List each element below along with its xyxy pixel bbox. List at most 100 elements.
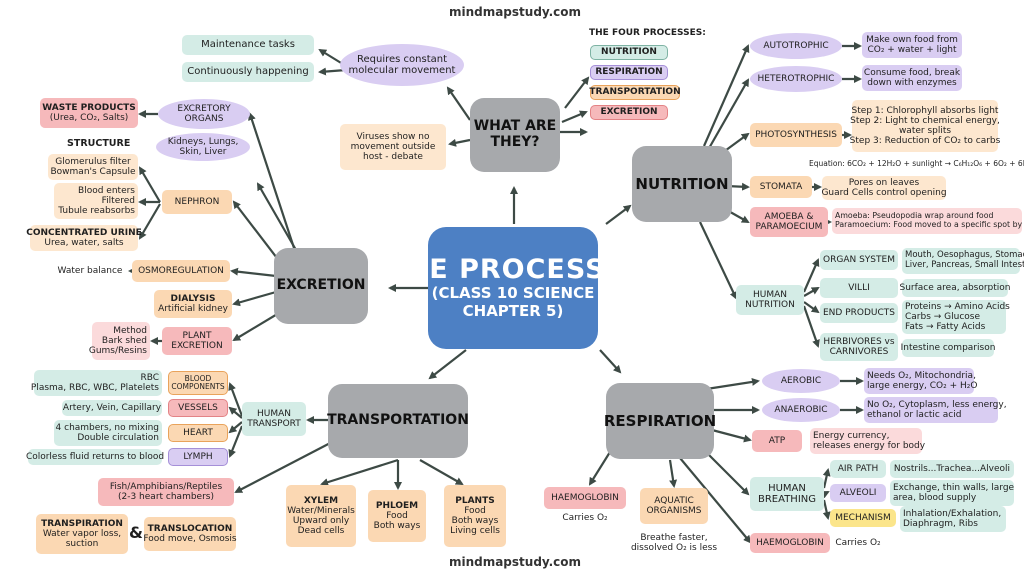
connector-arrow: [702, 44, 750, 147]
ampersand-label: &: [129, 523, 143, 543]
conc-title: CONCENTRATED URINE: [26, 227, 142, 238]
blood-enters-line-1: Blood enters: [78, 185, 135, 196]
atp-desc-2: releases energy for body: [813, 441, 926, 451]
vessels-desc: Artery, Vein, Capillary: [62, 400, 162, 416]
lymph-desc: Colorless fluid returns to blood: [26, 449, 164, 465]
maintenance-tasks-node: Maintenance tasks: [182, 35, 314, 55]
organs-desc-1: Kidneys, Lungs,: [167, 136, 239, 147]
four-processes-header: THE FOUR PROCESSES:: [589, 27, 706, 38]
watermark-top: mindmapstudy.com: [448, 5, 582, 20]
concentrated-urine-node: CONCENTRATED URINE Urea, water, salts: [26, 225, 142, 251]
connector-arrow: [599, 349, 622, 374]
heart-desc: 4 chambers, no mixing Double circulation: [54, 420, 162, 446]
phloem-title: PHLOEM: [375, 500, 419, 511]
connector-arrow: [605, 204, 632, 225]
aquatic-line-1: AQUATIC: [654, 495, 694, 506]
plants-line-1: Food: [464, 505, 486, 516]
human-transport-line-1: HUMAN: [256, 408, 291, 419]
connector-arrow: [232, 290, 277, 307]
photo-step-1: Step 1: Chlorophyll absorbs light: [851, 105, 999, 116]
blood-desc-2: Plasma, RBC, WBC, Platelets: [30, 383, 159, 393]
what-are-they-node: WHAT ARE THEY?: [470, 98, 560, 172]
process-transportation: TRANSPORTATION: [589, 85, 681, 100]
process-excretion: EXCRETION: [590, 105, 668, 120]
connector-arrow: [446, 86, 471, 121]
photosynthesis-steps: Step 1: Chlorophyll absorbs light Step 2…: [849, 100, 1001, 152]
mech-desc-2: Diaphragm, Ribs: [903, 519, 978, 529]
connector-arrow: [248, 112, 296, 249]
human-breathing-line-2: BREATHING: [758, 494, 816, 505]
heart-desc-2: Double circulation: [77, 433, 159, 443]
end-products-node: END PRODUCTS: [820, 303, 898, 323]
plant-line-2: EXCRETION: [171, 341, 223, 351]
mechanism-node: MECHANISM: [830, 509, 896, 527]
atp-desc-1: Energy currency,: [813, 430, 890, 441]
connector-arrow: [230, 267, 277, 278]
hetero-desc-2: down with enzymes: [867, 78, 957, 88]
organ-desc-2: Liver, Pancreas, Small Intest.: [905, 260, 1024, 270]
amoeba-desc-1: Amoeba: Pseudopodia wrap around food: [835, 211, 994, 221]
phloem-line-1: Food: [386, 510, 408, 521]
stomata-desc-2: Guard Cells control opening: [821, 188, 947, 198]
air-path-desc: Nostrils...Trachea...Alveoli: [890, 460, 1014, 478]
what-title-2: THEY?: [490, 134, 540, 150]
viruses-node: Viruses show no movement outside host - …: [340, 124, 446, 170]
villi-node: VILLI: [820, 278, 898, 298]
plant-desc-3: Gums/Resins: [88, 346, 147, 357]
connector-arrow: [803, 287, 820, 297]
plants-title: PLANTS: [455, 495, 495, 506]
alveoli-desc: Exchange, thin walls, large area, blood …: [890, 480, 1014, 506]
end-desc-1: Proteins → Amino Acids: [905, 301, 1010, 312]
end-products-desc: Proteins → Amino Acids Carbs → Glucose F…: [902, 300, 1010, 334]
connector-arrow: [232, 200, 281, 263]
translocation-line-1: Food move, Osmosis: [143, 534, 237, 544]
transpiration-node: TRANSPIRATION Water vapor loss, suction: [36, 514, 128, 554]
aerobic-desc-1: Needs O₂, Mitochondria,: [867, 370, 976, 381]
process-respiration: RESPIRATION: [590, 65, 668, 80]
xylem-line-2: Upward only: [292, 516, 350, 526]
auto-desc-1: Make own food from: [866, 34, 958, 45]
herbivores-line-2: CARNIVORES: [829, 347, 889, 357]
connector-arrow: [228, 406, 243, 419]
structure-label: STRUCTURE: [67, 137, 131, 149]
plant-line-1: PLANT: [182, 330, 212, 341]
connector-arrow: [228, 421, 243, 434]
auto-desc-2: CO₂ + water + light: [867, 45, 957, 55]
transpiration-line-1: Water vapor loss,: [42, 528, 122, 539]
connector-arrow: [561, 110, 588, 124]
fish-node: Fish/Amphibians/Reptiles (2-3 heart cham…: [98, 478, 234, 506]
autotrophic-node: AUTOTROPHIC: [750, 33, 842, 59]
stomata-desc: Pores on leaves Guard Cells control open…: [821, 176, 947, 200]
photosynthesis-equation: Equation: 6CO₂ + 12H₂O + sunlight → C₆H₁…: [809, 158, 1024, 168]
anaerobic-desc-2: ethanol or lactic acid: [867, 410, 962, 420]
transpiration-title: TRANSPIRATION: [41, 518, 123, 529]
connector-arrow: [822, 499, 831, 520]
aerobic-desc-2: large energy, CO₂ + H₂O: [867, 381, 978, 391]
excretory-organs-node: EXCRETORY ORGANS: [158, 99, 250, 129]
human-breathing-node: HUMAN BREATHING: [750, 477, 824, 511]
human-nutrition-line-2: NUTRITION: [745, 300, 795, 310]
aerobic-node: AEROBIC: [762, 369, 840, 393]
plants-node: PLANTS Food Both ways Living cells: [444, 485, 506, 547]
viruses-line-3: host - debate: [363, 152, 423, 163]
transportation-node: TRANSPORTATION: [327, 384, 469, 458]
herbivores-node: HERBIVORES vs CARNIVORES: [820, 333, 898, 361]
excretory-organs-desc: Kidneys, Lungs, Skin, Liver: [156, 133, 250, 161]
xylem-line-1: Water/Minerals: [287, 505, 355, 516]
plant-excretion-node: PLANT EXCRETION: [162, 327, 232, 355]
mech-desc-1: Inhalation/Exhalation,: [903, 508, 1002, 519]
connector-arrow: [564, 76, 590, 109]
plants-line-3: Living cells: [450, 526, 500, 537]
blood-components-desc: RBC Plasma, RBC, WBC, Platelets: [30, 370, 162, 396]
haemoglobin-left-desc: Carries O₂: [562, 512, 608, 523]
human-transport-node: HUMAN TRANSPORT: [242, 402, 306, 436]
respiration-node: RESPIRATION: [604, 383, 716, 459]
organs-desc-2: Skin, Liver: [179, 147, 227, 157]
center-subtitle-1: (CLASS 10 SCIENCE: [431, 284, 595, 303]
photo-step-3: Step 3: Reduction of CO₂ to carbs: [849, 136, 1001, 147]
plant-desc-2: Bark shed: [101, 335, 147, 346]
waste-products-node: WASTE PRODUCTS (Urea, CO₂, Salts): [40, 98, 138, 128]
heart-node: HEART: [168, 424, 228, 442]
vessels-node: VESSELS: [168, 399, 228, 417]
